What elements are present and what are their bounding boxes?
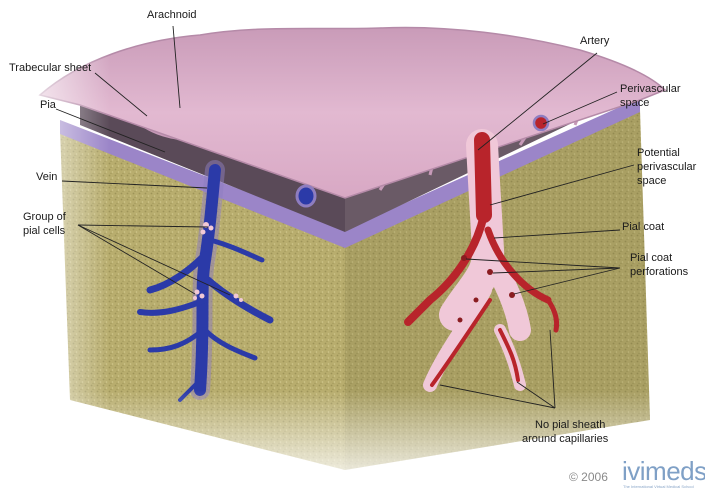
label-artery: Artery [580,35,610,47]
pial-coat-perforations [457,255,515,323]
ivimeds-logo: ivimeds [622,456,705,486]
leader-lines [55,25,635,409]
label-pial-coat: Pial coat [622,221,664,233]
arachnoid-membrane [38,26,667,199]
label-group-of-pial-cells-1: Group of [23,211,67,223]
artery-tree [404,129,560,392]
label-potential-perivascular-1: Potential [637,147,680,159]
label-perivascular-space-1: Perivascular [620,83,681,95]
label-perivascular-space-2: space [620,97,649,109]
label-trabecular-sheet: Trabecular sheet [9,62,91,74]
ivimeds-tagline: The International Virtual Medical School [623,484,694,489]
label-group-of-pial-cells-2: pial cells [23,225,66,237]
label-pia: Pia [40,99,57,111]
label-no-pial-sheath-1: No pial sheath [535,419,605,431]
label-no-pial-sheath-2: around capillaries [522,433,609,445]
perivascular-artery-cross-section [532,114,550,132]
pia-layer [60,98,640,248]
label-vein: Vein [36,171,57,183]
label-potential-perivascular-2: perivascular [637,161,697,173]
bottom-fade [0,390,705,496]
label-pial-coat-perforations-2: perforations [630,266,689,278]
label-pial-coat-perforations-1: Pial coat [630,252,672,264]
label-arachnoid: Arachnoid [147,9,197,21]
vein-cross-section [295,184,317,208]
label-potential-perivascular-3: space [637,175,666,187]
copyright-text: © 2006 [569,470,608,484]
